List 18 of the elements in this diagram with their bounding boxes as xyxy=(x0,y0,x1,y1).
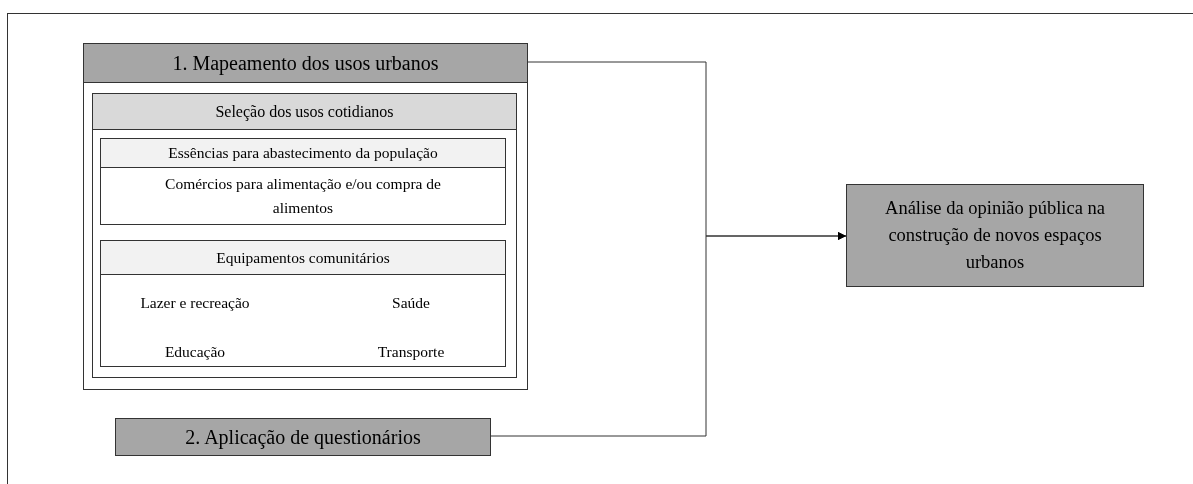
category-item: Saúde xyxy=(391,293,431,313)
group-heading: Seleção dos usos cotidianos xyxy=(93,94,516,130)
group-box xyxy=(83,43,528,390)
connector-arrow xyxy=(490,232,847,437)
process-box xyxy=(115,418,491,456)
category-item: Transporte xyxy=(376,342,446,363)
group-box xyxy=(92,93,517,378)
category-item: Lazer e recreação xyxy=(139,293,251,313)
category-item: Comércios para alimentação e/ou compra de alimentos xyxy=(164,174,442,218)
category-heading: Essências para abastecimento da população xyxy=(101,139,505,168)
category-box xyxy=(100,240,506,367)
process-label: 2. Aplicação de questionários xyxy=(185,425,421,451)
process-label: Análise da opinião pública na construção de novos espaços urbanos xyxy=(884,197,1106,274)
category-heading: Equipamentos comunitários xyxy=(101,241,505,275)
category-item: Educação xyxy=(163,342,227,363)
category-box xyxy=(100,138,506,225)
process-box xyxy=(846,184,1144,287)
group-heading: 1. Mapeamento dos usos urbanos xyxy=(84,44,527,83)
